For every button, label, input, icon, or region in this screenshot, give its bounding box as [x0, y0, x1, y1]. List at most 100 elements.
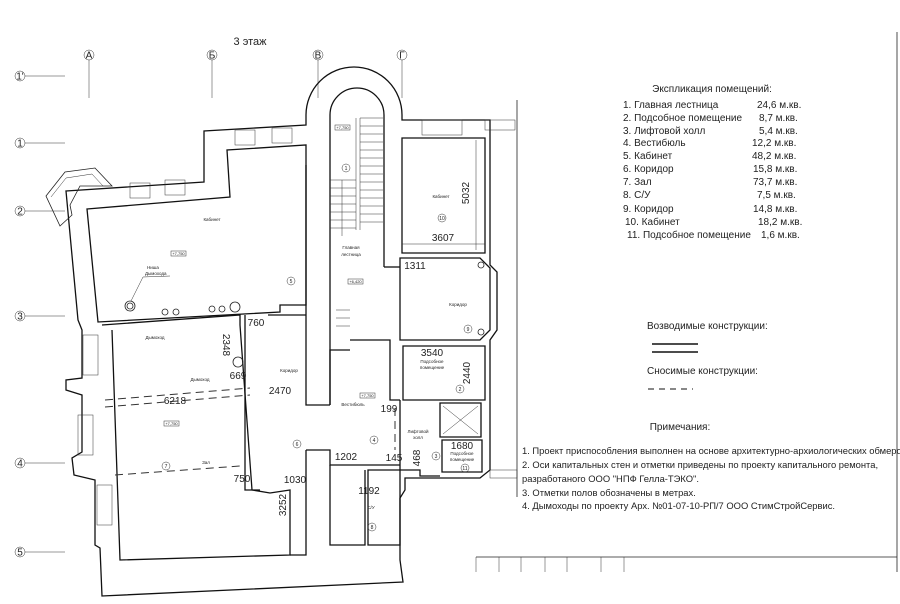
note-line: 3. Отметки полов обозначены в метрах.: [522, 487, 696, 498]
svg-text:7,5 м.кв.: 7,5 м.кв.: [757, 190, 796, 201]
svg-text:1,6 м.кв.: 1,6 м.кв.: [761, 230, 800, 241]
demolished-structures: [104, 387, 396, 476]
svg-text:468: 468: [412, 449, 423, 466]
grid-axes: А Б В Г 1' 1 2 3 4 5: [14, 49, 408, 559]
svg-text:2348: 2348: [220, 334, 231, 357]
svg-text:+7,750: +7,750: [165, 421, 178, 426]
svg-text:73,7 м.кв.: 73,7 м.кв.: [753, 177, 797, 188]
svg-text:6: 6: [296, 442, 299, 448]
legend-erected-label: Возводимые конструкции:: [647, 321, 768, 332]
room-label-hall-7: Зал: [202, 460, 210, 465]
notes-title: Примечания:: [650, 422, 711, 433]
floor-elevation-marks: +7,750 +6,420 +7,750 +7,750 +7,750: [163, 124, 376, 427]
svg-text:12,2 м.кв.: 12,2 м.кв.: [752, 138, 796, 149]
room-label-lift-hall-3: Лифтовой: [408, 428, 429, 434]
room-label-stair-1: Главная: [342, 245, 360, 250]
chimney-label: Дымоход: [145, 335, 164, 340]
room-label-utility-2: Подсобное: [420, 359, 444, 364]
svg-text:4: 4: [373, 438, 376, 444]
svg-text:А: А: [86, 51, 93, 62]
svg-text:4. Вестибюль: 4. Вестибюль: [623, 137, 686, 149]
explication-title: Экспликация помещений:: [652, 84, 772, 95]
svg-text:8: 8: [371, 525, 374, 531]
svg-text:3: 3: [17, 312, 23, 323]
room-label-wc-8: С/У: [367, 505, 375, 510]
svg-text:750: 750: [234, 474, 251, 485]
svg-text:холл: холл: [413, 435, 423, 440]
svg-text:1': 1': [16, 72, 24, 83]
axis-number-1: 1: [14, 137, 65, 150]
svg-text:2: 2: [17, 207, 23, 218]
svg-text:5. Кабинет: 5. Кабинет: [623, 150, 673, 162]
svg-text:7. Зал: 7. Зал: [623, 177, 652, 188]
svg-text:4: 4: [17, 459, 23, 470]
axis-letter-g: Г: [396, 49, 408, 98]
svg-text:В: В: [315, 51, 322, 62]
svg-text:5,4 м.кв.: 5,4 м.кв.: [759, 126, 798, 137]
svg-text:3540: 3540: [421, 348, 444, 359]
sheet-frame: [475, 32, 898, 572]
svg-text:10: 10: [439, 216, 445, 222]
floor-title: 3 этаж: [234, 36, 268, 48]
svg-text:6. Коридор: 6. Коридор: [623, 164, 674, 175]
svg-text:1: 1: [17, 139, 23, 150]
axis-number-1prime: 1': [14, 70, 65, 83]
svg-text:+6,420: +6,420: [349, 279, 362, 284]
svg-text:2. Подсобное помещение: 2. Подсобное помещение: [623, 112, 743, 124]
dimension-labels: 5032 3607 1311 3540 2440 1680 468 145 12…: [164, 140, 485, 516]
room-labels: Кабинет Главная лестница Кабинет Коридор…: [130, 194, 475, 510]
svg-text:15,8 м.кв.: 15,8 м.кв.: [753, 164, 797, 175]
svg-text:1680: 1680: [451, 441, 474, 452]
svg-text:1030: 1030: [284, 475, 307, 486]
svg-text:145: 145: [386, 453, 403, 464]
axis-letter-b: Б: [206, 49, 218, 98]
svg-text:24,6 м.кв.: 24,6 м.кв.: [757, 100, 801, 111]
svg-text:5: 5: [290, 279, 293, 285]
svg-text:11. Подсобное помещение: 11. Подсобное помещение: [627, 229, 751, 241]
axis-number-2: 2: [14, 205, 65, 218]
svg-text:3: 3: [435, 454, 438, 460]
svg-text:2: 2: [459, 387, 462, 393]
axis-number-3: 3: [14, 310, 65, 323]
svg-text:199: 199: [381, 404, 398, 415]
svg-text:14,8 м.кв.: 14,8 м.кв.: [753, 204, 797, 215]
svg-text:Дымохода: Дымохода: [145, 271, 167, 276]
room-label-corridor-6: Коридор: [280, 368, 298, 373]
svg-text:Г: Г: [399, 51, 405, 62]
axis-letter-v: В: [312, 49, 324, 98]
svg-text:помещение: помещение: [450, 457, 475, 462]
chimney-label: Дымоход: [190, 377, 209, 382]
svg-text:2470: 2470: [269, 386, 292, 397]
room-label-utility-11: Подсобное: [450, 451, 474, 456]
svg-text:7: 7: [165, 464, 168, 470]
svg-text:8,7 м.кв.: 8,7 м.кв.: [759, 113, 798, 124]
svg-text:3. Лифтовой холл: 3. Лифтовой холл: [623, 125, 705, 137]
chimney-niche-label: Ниша: [147, 265, 159, 270]
svg-text:1202: 1202: [335, 452, 358, 463]
svg-text:760: 760: [248, 318, 265, 329]
svg-text:+7,750: +7,750: [361, 393, 374, 398]
axis-letter-a: А: [83, 49, 95, 98]
svg-text:1192: 1192: [358, 486, 380, 497]
note-line: 1. Проект приспособления выполнен на осн…: [522, 445, 900, 456]
svg-text:9. Коридор: 9. Коридор: [623, 204, 674, 215]
svg-text:18,2 м.кв.: 18,2 м.кв.: [758, 217, 802, 228]
svg-text:1311: 1311: [404, 261, 426, 272]
svg-text:6218: 6218: [164, 396, 187, 407]
axis-number-5: 5: [14, 546, 65, 559]
notes: Примечания: 1. Проект приспособления вып…: [522, 422, 900, 511]
svg-text:1: 1: [345, 166, 348, 172]
svg-text:Б: Б: [209, 51, 216, 62]
svg-text:10. Кабинет: 10. Кабинет: [625, 216, 680, 228]
note-line: 2. Оси капитальных стен и отметки привед…: [522, 459, 878, 470]
room-label-cabinet-5: Кабинет: [203, 217, 220, 222]
room-number-markers: 5 1 10 9 6 2 3 11 4 8 7: [161, 163, 473, 532]
room-label-vestibule-4: Вестибюль: [341, 402, 365, 407]
svg-text:5032: 5032: [461, 181, 472, 204]
walls: [45, 66, 518, 597]
note-line: разработаного ООО "НПФ Гелла-ТЭКО".: [522, 473, 699, 484]
room-explication: Экспликация помещений: 1. Главная лестни…: [623, 84, 802, 241]
svg-text:+7,750: +7,750: [336, 125, 349, 130]
svg-text:+7,750: +7,750: [172, 251, 185, 256]
